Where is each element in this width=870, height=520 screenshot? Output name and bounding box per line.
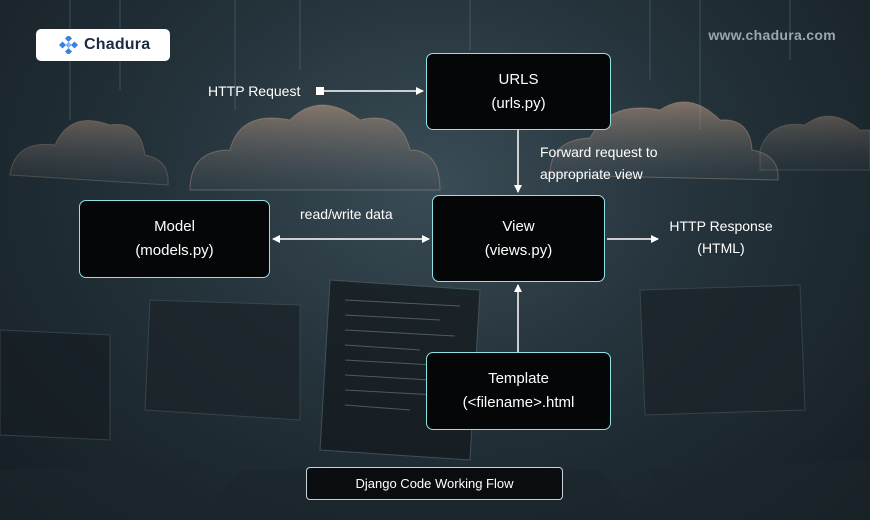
website-url: www.chadura.com <box>708 27 836 43</box>
label-forward-line2: appropriate view <box>540 166 643 182</box>
node-model: Model (models.py) <box>79 200 270 278</box>
node-template-title: Template <box>488 370 549 387</box>
label-response-line2: (HTML) <box>697 240 745 256</box>
node-model-title: Model <box>154 218 195 235</box>
label-http-response: HTTP Response (HTML) <box>665 215 777 259</box>
node-urls-subtitle: (urls.py) <box>491 94 546 112</box>
label-read-write: read/write data <box>300 206 393 222</box>
logo-text: Chadura <box>84 36 151 53</box>
node-view: View (views.py) <box>432 195 605 282</box>
label-http-request: HTTP Request <box>208 83 301 99</box>
node-view-title: View <box>502 217 535 235</box>
diagram-caption: Django Code Working Flow <box>306 467 563 500</box>
label-response-line1: HTTP Response <box>669 218 773 234</box>
node-template-subtitle: (<filename>.html <box>462 394 575 411</box>
node-model-subtitle: (models.py) <box>135 242 214 259</box>
node-view-subtitle: (views.py) <box>484 241 553 259</box>
label-forward-request: Forward request to appropriate view <box>540 141 658 185</box>
node-template: Template (<filename>.html <box>426 352 611 430</box>
label-forward-line1: Forward request to <box>540 144 658 160</box>
node-urls: URLS (urls.py) <box>426 53 611 130</box>
node-urls-title: URLS <box>498 70 539 88</box>
logo-badge: Chadura <box>36 29 170 61</box>
chadura-logo-icon <box>59 36 79 54</box>
